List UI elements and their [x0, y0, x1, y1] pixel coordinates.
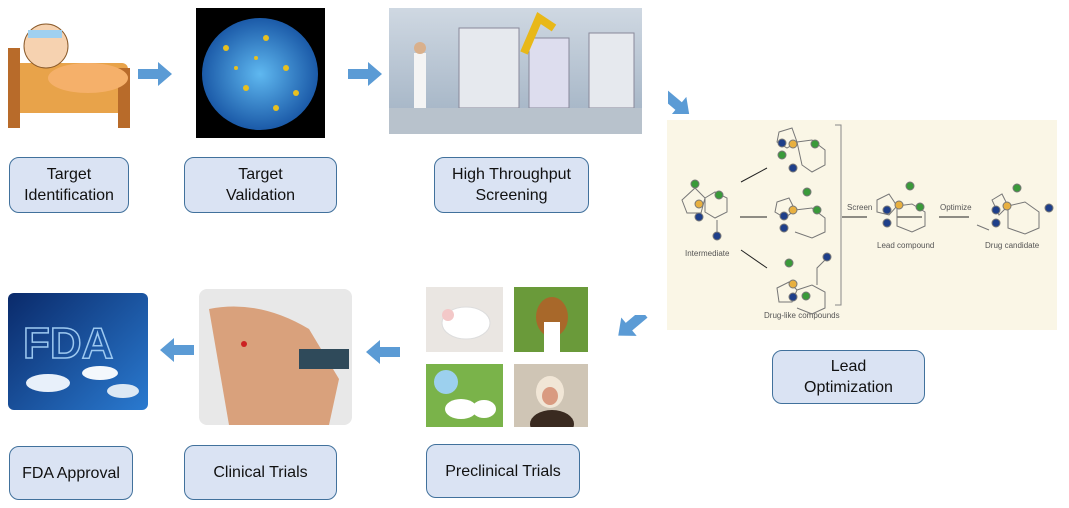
- robotic-lab-image: [389, 8, 642, 134]
- drug-candidate-label: Drug candidate: [985, 241, 1040, 250]
- screen-label: Screen: [847, 203, 872, 212]
- sick-child-image: [8, 8, 132, 138]
- drug-like-label: Drug-like compounds: [764, 311, 840, 320]
- optimize-label: Optimize: [940, 203, 972, 212]
- lead-compound-label: Lead compound: [877, 241, 934, 250]
- rabbits-image: [426, 364, 503, 427]
- monkey-image: [514, 364, 588, 427]
- drug-like-molecules: [774, 127, 832, 315]
- fda-pills-image: FDA: [8, 293, 148, 410]
- clinical-patient-image: [199, 289, 352, 425]
- arrow-right-icon: [138, 62, 172, 86]
- cell-micrograph-image: [196, 8, 325, 138]
- lead-optimization-diagram: Intermediate Drug-like compounds Screen …: [667, 120, 1057, 330]
- mouse-image: [426, 287, 503, 352]
- arrow-right-icon: [348, 62, 382, 86]
- drug-candidate: [976, 183, 1054, 235]
- step-target-identification: Target Identification: [9, 157, 129, 213]
- step-fda-approval: FDA Approval: [9, 446, 133, 500]
- step-preclinical-trials: Preclinical Trials: [426, 444, 580, 498]
- arrow-diagonal-left-icon: [618, 315, 648, 336]
- svg-text:FDA: FDA: [23, 319, 113, 368]
- step-lead-optimization: Lead Optimization: [772, 350, 925, 404]
- intermediate-label: Intermediate: [685, 249, 730, 258]
- arrow-left-icon: [366, 340, 400, 364]
- step-high-throughput-screening: High Throughput Screening: [434, 157, 589, 213]
- lead-compound: [876, 181, 926, 233]
- step-target-validation: Target Validation: [184, 157, 337, 213]
- arrow-left-icon: [160, 338, 194, 362]
- beagle-image: [514, 287, 588, 352]
- intermediate-molecule: [681, 179, 728, 241]
- arrow-diagonal-down-icon: [668, 89, 690, 114]
- step-clinical-trials: Clinical Trials: [184, 445, 337, 500]
